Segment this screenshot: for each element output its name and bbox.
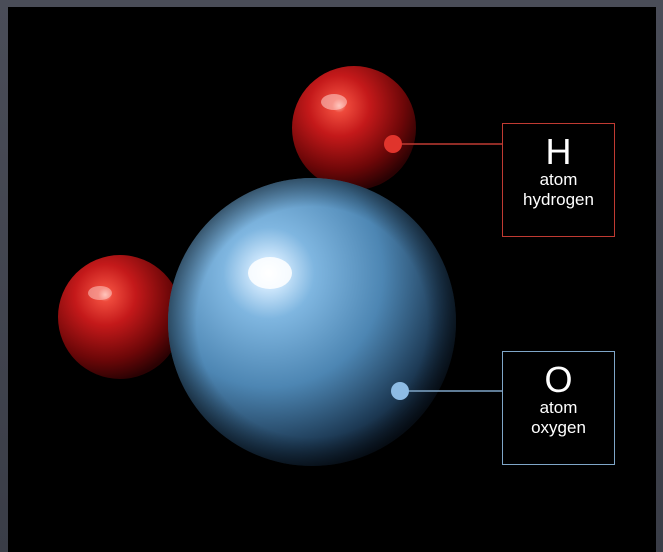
hydrogen-atom-top [292,66,416,190]
oxygen-atom [168,178,456,466]
hydrogen-label-line2: hydrogen [523,190,594,209]
oxygen-callout [391,382,502,400]
oxygen-label-line1: atom [539,398,578,417]
hydrogen-symbol: H [545,131,572,172]
hydrogen-callout [384,135,502,153]
oxygen-label-line2: oxygen [531,418,586,437]
hydrogen-label-line1: atom [539,170,578,189]
hydrogen-atom-left [58,255,182,379]
water-molecule-model [58,66,502,466]
oxygen-label-box: O atom oxygen [502,351,615,465]
diagram-canvas: H atom hydrogen O atom oxygen [8,7,656,552]
oxygen-symbol: O [544,359,573,400]
hydrogen-label-box: H atom hydrogen [502,123,615,237]
